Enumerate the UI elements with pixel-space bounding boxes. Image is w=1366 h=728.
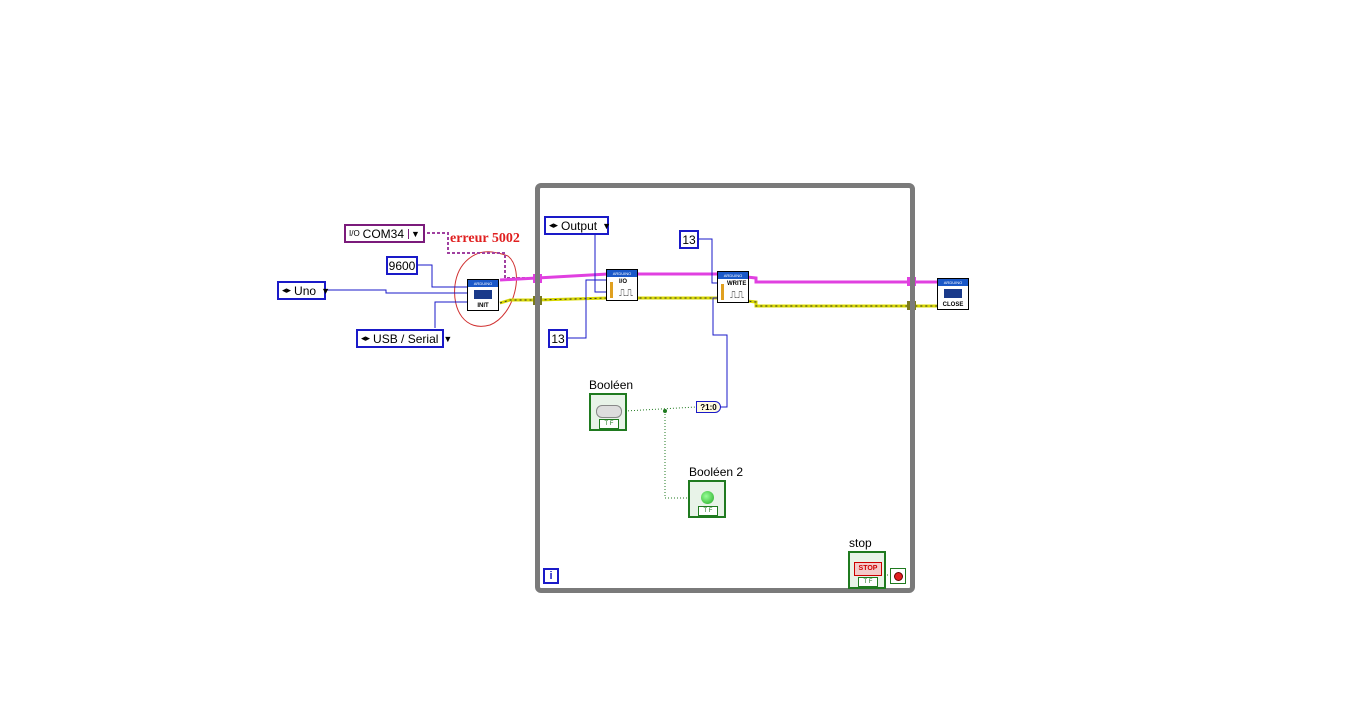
- write-label: WRITE: [727, 281, 747, 287]
- dropdown-arrow-icon[interactable]: ▼: [443, 333, 453, 344]
- pin-write-constant[interactable]: 13: [679, 230, 699, 249]
- tf-icon: T F: [599, 419, 619, 429]
- pin-mode-value: Output: [561, 218, 598, 233]
- board-type-control[interactable]: ◂▸ Uno ▼: [277, 281, 330, 300]
- boolean2-indicator: T F: [688, 480, 726, 518]
- mode-wire: [594, 233, 606, 293]
- stop-label: stop: [849, 536, 872, 550]
- subvi-header: ARDUINO: [938, 279, 968, 286]
- stop-button-face: STOP: [854, 562, 882, 576]
- boolean1-label: Booléen: [589, 378, 634, 392]
- init-label: INIT: [477, 303, 489, 309]
- bool-to-int-converter[interactable]: ?1:0: [696, 401, 721, 413]
- pin-mode-control[interactable]: ◂▸ Output ▼: [544, 216, 611, 235]
- subvi-header: ARDUINO: [468, 280, 498, 287]
- led-icon: [701, 491, 714, 504]
- connection-type-value: USB / Serial: [373, 331, 439, 346]
- while-loop[interactable]: [535, 183, 915, 593]
- loop-condition-terminal[interactable]: [890, 568, 906, 584]
- increment-arrows-icon[interactable]: ◂▸: [282, 285, 292, 295]
- write-subvi[interactable]: ARDUINO WRITE ⎍⎍: [717, 271, 749, 303]
- subvi-header: ARDUINO: [718, 272, 748, 279]
- visa-in-wire: [412, 232, 537, 279]
- dropdown-arrow-icon[interactable]: ▼: [602, 220, 611, 231]
- arduino-board-icon: [944, 289, 962, 298]
- visa-icon: I/O: [349, 229, 360, 238]
- connection-wire: [434, 301, 467, 328]
- pin-icon: [721, 284, 724, 300]
- subvi-header: ARDUINO: [607, 270, 637, 277]
- boolean2-wire: [664, 411, 690, 499]
- toggle-switch-icon: [596, 405, 622, 418]
- value-wire: [712, 297, 728, 408]
- io-label: I/O: [619, 279, 628, 285]
- stop-if-true-icon: [894, 572, 903, 581]
- dropdown-arrow-icon[interactable]: ▼: [321, 285, 330, 296]
- board-type-value: Uno: [294, 283, 317, 298]
- boolean2-label: Booléen 2: [689, 465, 744, 479]
- error-annotation: erreur 5002: [450, 231, 520, 246]
- dropdown-arrow-icon[interactable]: ▼: [408, 228, 420, 239]
- visa-resource-control[interactable]: I/O COM34 ▼: [344, 224, 425, 243]
- digital-pulse-icon: ⎍⎍: [730, 290, 744, 301]
- pin-write-wire: [698, 238, 718, 284]
- close-label: CLOSE: [942, 302, 964, 308]
- board-wire: [326, 289, 467, 294]
- boolean1-control[interactable]: T F: [589, 393, 627, 431]
- close-subvi[interactable]: ARDUINO CLOSE: [937, 278, 969, 310]
- tf-icon: T F: [698, 506, 718, 516]
- pin-icon: [610, 282, 613, 298]
- digital-pulse-icon: ⎍⎍: [619, 288, 633, 299]
- io-subvi[interactable]: ARDUINO ⎍⎍ I/O: [606, 269, 638, 301]
- increment-arrows-icon[interactable]: ◂▸: [549, 220, 559, 230]
- connection-type-control[interactable]: ◂▸ USB / Serial ▼: [356, 329, 452, 348]
- init-subvi[interactable]: ARDUINO INIT: [467, 279, 499, 311]
- baud-rate-constant[interactable]: 9600: [386, 256, 418, 275]
- arduino-board-icon: [474, 290, 492, 299]
- increment-arrows-icon[interactable]: ◂▸: [361, 333, 371, 343]
- pin-io-wire: [568, 279, 606, 339]
- visa-resource-value: COM34: [362, 226, 405, 241]
- tf-icon: T F: [858, 577, 878, 587]
- baud-wire: [417, 264, 467, 288]
- stop-button[interactable]: STOP T F: [848, 551, 886, 589]
- pin-io-constant[interactable]: 13: [548, 329, 568, 348]
- loop-iteration-terminal: i: [543, 568, 559, 584]
